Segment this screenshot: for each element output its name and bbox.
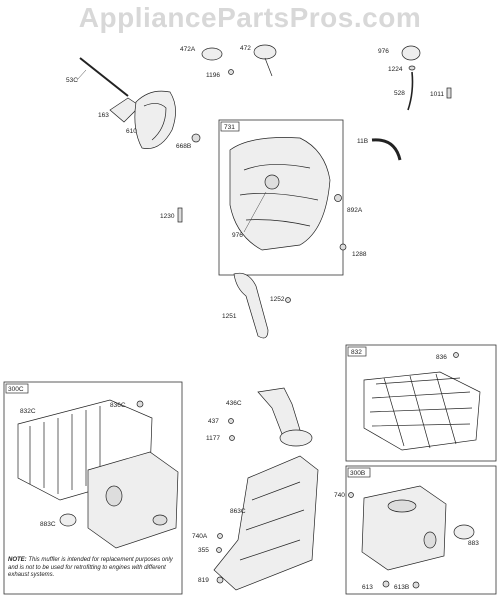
label-437: 437 <box>208 418 219 425</box>
group-tag-300B: 300B <box>350 470 365 477</box>
muffler-300B-top <box>387 499 417 513</box>
cap-976 <box>401 45 421 61</box>
plate-610-rib <box>143 103 167 141</box>
label-1230: 1230 <box>160 213 175 220</box>
screw-740 <box>348 492 354 498</box>
label-1224: 1224 <box>388 66 403 73</box>
group-tag-832: 832 <box>351 349 362 356</box>
group-box-731 <box>218 119 344 276</box>
group-tag-300B-bg <box>347 467 371 478</box>
gasket-883C <box>59 513 77 527</box>
label-1288: 1288 <box>352 251 367 258</box>
note-prefix: NOTE: <box>8 557 27 563</box>
watermark: AppliancePartsPros.com <box>78 2 422 33</box>
label-53C: 53C <box>66 77 78 84</box>
screw-613B <box>412 581 420 589</box>
group-tag-300C: 300C <box>8 386 24 393</box>
heat-shield-863C-ribs <box>239 481 305 561</box>
screw-1196 <box>228 69 234 75</box>
label-355: 355 <box>198 547 209 554</box>
muffler-300B-outlet <box>423 531 437 549</box>
screw-892A <box>334 194 342 202</box>
rod-53C <box>79 57 129 97</box>
fitting-976 <box>264 174 280 190</box>
screw-740A <box>217 533 223 539</box>
group-box-300C <box>3 381 183 595</box>
label-668B: 668B <box>176 143 191 150</box>
clip-1224 <box>408 65 416 71</box>
muffler-300C <box>87 451 179 549</box>
muffler-300C-outlet <box>105 485 123 507</box>
part-668B <box>191 133 201 143</box>
knob-472-stem <box>264 57 273 77</box>
label-976-top: 976 <box>378 48 389 55</box>
group-tag-731-bg <box>220 121 240 132</box>
label-863C: 863C <box>230 508 246 515</box>
stud-437 <box>228 418 234 424</box>
label-819: 819 <box>198 577 209 584</box>
label-892A: 892A <box>347 207 363 214</box>
leader-53C <box>76 69 87 81</box>
screw-1252 <box>285 297 291 303</box>
note-text: This muffler is intended for replacement… <box>8 557 173 578</box>
label-1177: 1177 <box>206 435 220 442</box>
muffler-300B <box>361 485 447 571</box>
knob-472 <box>253 44 277 60</box>
group-box-832 <box>345 344 497 462</box>
label-1251: 1251 <box>222 313 237 320</box>
screw-836 <box>453 352 459 358</box>
knob-472A <box>201 47 223 61</box>
label-1011: 1011 <box>430 91 444 98</box>
stud-1230 <box>177 207 183 223</box>
label-11B: 11B <box>357 138 368 145</box>
hose-528 <box>407 71 414 111</box>
label-883C: 883C <box>40 521 56 528</box>
label-528: 528 <box>394 90 405 97</box>
label-613B: 613B <box>394 584 409 591</box>
exhaust-elbow-436C <box>257 387 301 435</box>
label-163: 163 <box>98 112 109 119</box>
valve-1011 <box>446 87 452 99</box>
label-832C: 832C <box>20 408 36 415</box>
air-cleaner-base-731 <box>229 137 331 251</box>
label-976-inner: 976 <box>232 232 243 239</box>
label-472A: 472A <box>180 46 196 53</box>
leader-976-inner <box>243 191 267 233</box>
bracket-1251 <box>233 272 269 339</box>
hose-11B <box>371 138 402 161</box>
group-tag-832-bg <box>347 346 367 357</box>
muffler-guard-832 <box>363 371 481 451</box>
nut-1288 <box>339 243 347 251</box>
label-1252: 1252 <box>270 296 285 303</box>
muffler-note: NOTE: This muffler is intended for repla… <box>8 557 183 580</box>
label-436C: 436C <box>226 400 242 407</box>
label-472: 472 <box>240 45 251 52</box>
label-836C: 836C <box>110 402 126 409</box>
screw-836C <box>136 400 144 408</box>
muffler-guard-832-grid <box>369 373 473 449</box>
muffler-300C-port <box>152 514 168 526</box>
muffler-guard-832C-bars <box>29 406 101 494</box>
air-cleaner-ribs <box>239 164 319 227</box>
washer-355 <box>216 547 222 553</box>
bolt-819 <box>216 576 224 584</box>
label-613: 613 <box>362 584 373 591</box>
label-883: 883 <box>468 540 479 547</box>
nut-1177 <box>229 435 235 441</box>
label-1196: 1196 <box>206 72 220 79</box>
label-740A: 740A <box>192 533 208 540</box>
group-tag-731: 731 <box>224 124 235 131</box>
gasket-883 <box>453 524 475 540</box>
group-box-300B <box>345 465 497 595</box>
plate-610 <box>134 90 176 149</box>
screw-613 <box>382 580 390 588</box>
flange-436C <box>279 429 313 447</box>
label-610: 610 <box>126 128 137 135</box>
label-740: 740 <box>334 492 345 499</box>
group-tag-300C-bg <box>5 383 29 394</box>
label-836: 836 <box>436 354 447 361</box>
